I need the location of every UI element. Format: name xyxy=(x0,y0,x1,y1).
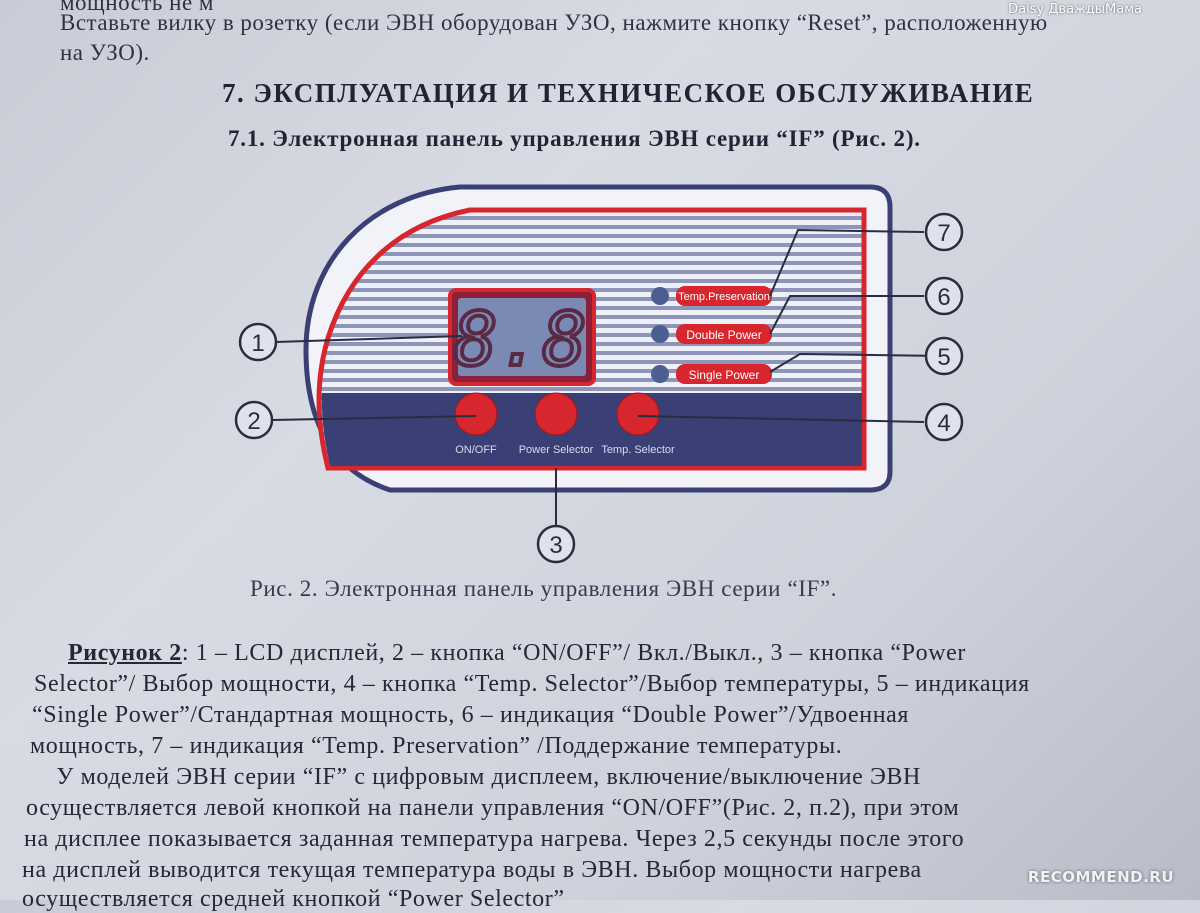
power-selector-label: Power Selector xyxy=(519,444,594,456)
intro-line-2: на УЗО). xyxy=(60,40,150,65)
callout-3: 3 xyxy=(549,532,562,559)
single-power-label: Single Power xyxy=(689,368,760,382)
body-line-3: на дисплее показывается заданная темпера… xyxy=(24,826,965,852)
legend-line-2: Selector”/ Выбор мощности, 4 – кнопка “T… xyxy=(34,671,1030,697)
site-watermark: RECOMMEND.RU xyxy=(1027,868,1174,886)
intro-line-1: Вставьте вилку в розетку (если ЭВН обору… xyxy=(60,10,1048,35)
legend-line-1: Рисунок 2: 1 – LCD дисплей, 2 – кнопка “… xyxy=(68,640,966,667)
double-power-label: Double Power xyxy=(686,328,761,342)
subsection-title: 7.1. Электронная панель управления ЭВН с… xyxy=(228,126,921,151)
callout-5: 5 xyxy=(937,344,950,371)
intro-line-0: мощность не м xyxy=(60,0,214,15)
body-line-1: У моделей ЭВН серии “IF” с цифровым дисп… xyxy=(30,764,921,790)
body-line-2: осуществляется левой кнопкой на панели у… xyxy=(26,795,960,821)
on-off-button xyxy=(454,392,498,436)
temp-selector-label: Temp. Selector xyxy=(601,444,675,456)
legend-line-4: мощность, 7 – индикация “Temp. Preservat… xyxy=(30,733,843,759)
section-title: 7. ЭКСПЛУАТАЦИЯ И ТЕХНИЧЕСКОЕ ОБСЛУЖИВАН… xyxy=(222,78,1035,108)
callout-2: 2 xyxy=(247,408,260,435)
figure-caption: Рис. 2. Электронная панель управления ЭВ… xyxy=(250,576,838,601)
power-selector-button xyxy=(534,392,578,436)
body-line-4: на дисплей выводится текущая температура… xyxy=(22,857,922,883)
lcd-digits: 8.8 xyxy=(453,297,587,383)
temp-preservation-label: Temp.Preservation xyxy=(678,291,770,303)
callout-1: 1 xyxy=(251,330,264,357)
on-off-label: ON/OFF xyxy=(455,444,497,456)
legend-label: Рисунок 2 xyxy=(68,640,182,666)
callout-4: 4 xyxy=(937,410,950,437)
callout-6: 6 xyxy=(937,284,950,311)
button-band xyxy=(321,393,862,466)
legend-line-3: “Single Power”/Стандартная мощность, 6 –… xyxy=(32,702,910,728)
callout-7: 7 xyxy=(937,220,950,247)
temp-selector-button xyxy=(616,392,660,436)
author-watermark: Daisy ДваждыМама xyxy=(1008,2,1142,17)
single-power-led xyxy=(651,365,669,383)
legend-line-1-text: : 1 – LCD дисплей, 2 – кнопка “ON/OFF”/ … xyxy=(181,640,966,666)
double-power-led xyxy=(651,325,669,343)
temp-preservation-led xyxy=(651,287,669,305)
